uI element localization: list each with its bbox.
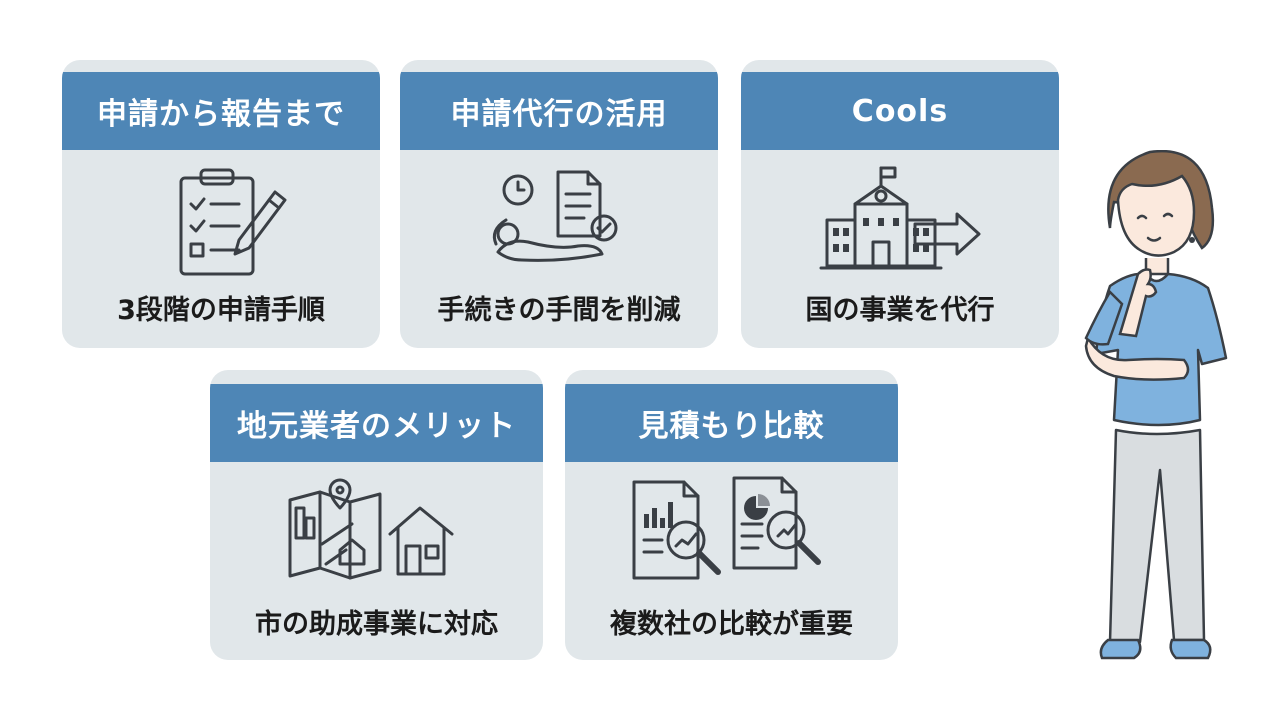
card-title: Cools xyxy=(741,72,1059,150)
map-house-icon xyxy=(210,474,543,592)
card-caption: 手続きの手間を削減 xyxy=(437,295,681,326)
relaxing-person-document-icon xyxy=(400,164,718,280)
card-title: 申請代行の活用 xyxy=(400,72,718,150)
card-cools: Cools 国の事業を代行 xyxy=(741,60,1059,348)
card-quote-comparison: 見積もり比較 複数社の比較が重要 xyxy=(565,370,898,660)
card-use-of-agency: 申請代行の活用 手続きの手間を削減 xyxy=(400,60,718,348)
clipboard-pencil-icon xyxy=(62,164,380,280)
card-caption: 市の助成事業に対応 xyxy=(255,609,498,640)
card-application-to-report: 申請から報告まで 3段階の申請手順 xyxy=(62,60,380,348)
card-caption: 複数社の比較が重要 xyxy=(610,609,853,640)
government-building-arrow-icon xyxy=(741,164,1059,280)
thinking-woman-icon xyxy=(1080,149,1230,680)
card-local-contractor-merit: 地元業者のメリット 市の助成事業に対応 xyxy=(210,370,543,660)
card-caption: 3段階の申請手順 xyxy=(117,295,325,326)
card-title: 見積もり比較 xyxy=(565,384,898,462)
card-title: 申請から報告まで xyxy=(62,72,380,150)
documents-magnifier-icon xyxy=(565,474,898,592)
card-title: 地元業者のメリット xyxy=(210,384,543,462)
card-caption: 国の事業を代行 xyxy=(805,295,995,326)
